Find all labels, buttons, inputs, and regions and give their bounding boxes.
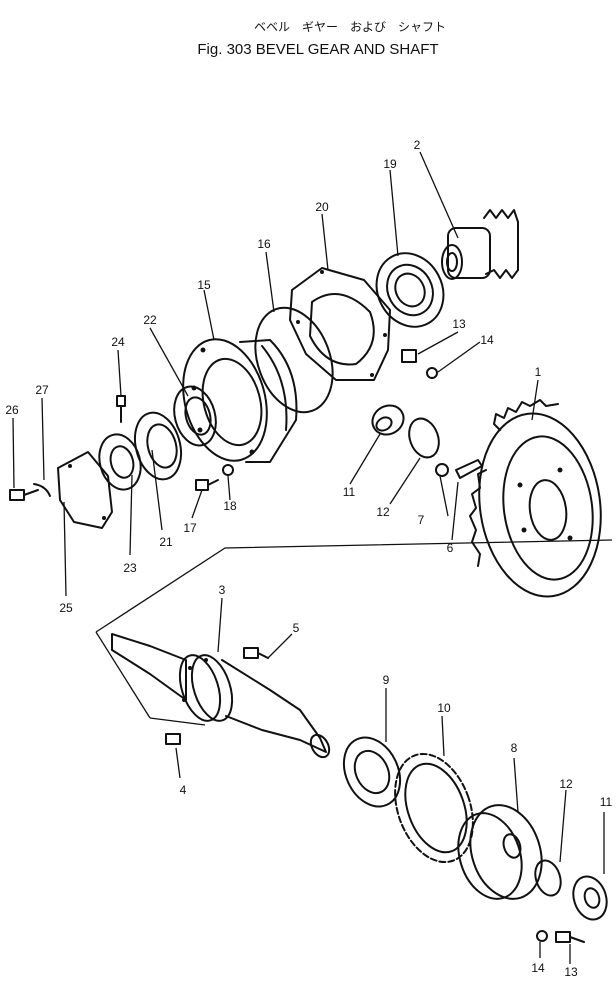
- shaft-part: [111, 633, 331, 759]
- callout-11b: 11: [600, 795, 613, 809]
- bearing-part: [375, 252, 445, 328]
- callout-13a: 13: [452, 317, 466, 331]
- nut-washer-part: [371, 404, 483, 479]
- callout-7: 7: [418, 513, 425, 527]
- callout-18: 18: [223, 499, 237, 513]
- callout-24: 24: [111, 335, 125, 349]
- callout-21: 21: [159, 535, 173, 549]
- callout-5: 5: [293, 621, 300, 635]
- title-english: Fig. 303 BEVEL GEAR AND SHAFT: [197, 41, 438, 58]
- callout-3: 3: [219, 583, 226, 597]
- bevel-gear-part: [469, 399, 602, 598]
- callout-25: 25: [59, 601, 73, 615]
- callout-23: 23: [123, 561, 137, 575]
- callout-12a: 12: [376, 505, 390, 519]
- callout-19: 19: [383, 157, 397, 171]
- callout-4: 4: [180, 783, 187, 797]
- shaft-bearing-part: [342, 736, 402, 808]
- lower-hardware: [534, 859, 608, 943]
- lock-plate-part: [98, 433, 142, 491]
- callout-10: 10: [437, 701, 451, 715]
- callout-1: 1: [535, 365, 542, 379]
- assembly-outline: [95, 539, 613, 726]
- retainer-part: [457, 804, 543, 900]
- callout-13b: 13: [564, 965, 578, 979]
- callout-12b: 12: [559, 777, 573, 791]
- callout-26: 26: [5, 403, 19, 417]
- o-ring-part: [254, 306, 334, 414]
- leader-lines: [12, 151, 605, 964]
- title-japanese: ベベル ギヤー および シャフト: [254, 20, 446, 34]
- callout-27: 27: [35, 383, 49, 397]
- callout-16: 16: [257, 237, 271, 251]
- callout-2: 2: [414, 138, 421, 152]
- taper-bearing-part: [133, 385, 217, 481]
- callout-9: 9: [383, 673, 390, 687]
- small-hardware: [9, 349, 438, 501]
- callout-8: 8: [511, 741, 518, 755]
- callout-17: 17: [183, 521, 197, 535]
- cover-plate-part: [57, 451, 113, 529]
- pinion-gear-part: [441, 209, 519, 280]
- callout-labels: 1 2 3 4 5 6 7 8 9 10 11 11 12 12 13 13 1…: [5, 138, 612, 979]
- callout-22: 22: [143, 313, 157, 327]
- callout-20: 20: [315, 200, 329, 214]
- callout-6: 6: [447, 541, 454, 555]
- callout-15: 15: [197, 278, 211, 292]
- callout-11a: 11: [343, 485, 356, 499]
- toothed-washer-part: [394, 752, 474, 864]
- callout-14b: 14: [531, 961, 545, 975]
- gasket-plate-part: [289, 267, 391, 381]
- callout-14a: 14: [480, 333, 494, 347]
